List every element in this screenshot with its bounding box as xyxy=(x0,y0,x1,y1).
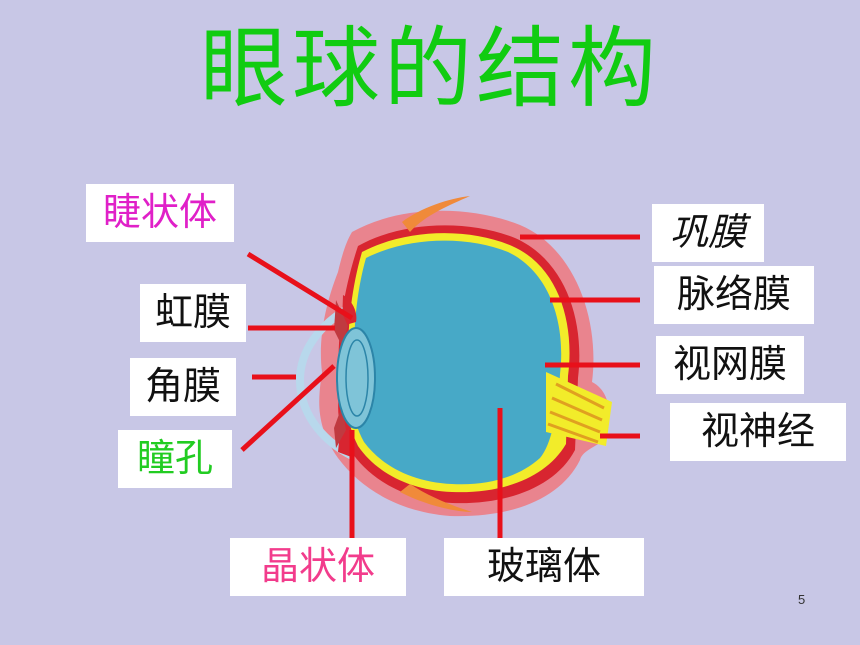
label-retina: 视网膜 xyxy=(656,336,804,394)
label-vitreous: 玻璃体 xyxy=(444,538,644,596)
leader-lines xyxy=(240,234,640,540)
vitreous-body-shape xyxy=(354,240,562,485)
label-optic-nerve: 视神经 xyxy=(670,403,846,461)
label-ciliary-body: 睫状体 xyxy=(86,184,234,242)
leader-pupil xyxy=(240,364,336,452)
label-lens: 晶状体 xyxy=(230,538,406,596)
page-title: 眼球的结构 xyxy=(199,17,660,120)
lens-shape xyxy=(336,327,376,429)
label-iris: 虹膜 xyxy=(140,284,246,342)
upper-eyelid-shape xyxy=(402,196,470,232)
page-number: 5 xyxy=(798,592,806,607)
label-cornea: 角膜 xyxy=(130,358,236,416)
leader-ciliary-body xyxy=(246,251,354,321)
ciliary-body-shape xyxy=(342,295,357,326)
label-pupil: 瞳孔 xyxy=(118,430,232,488)
label-choroid: 脉络膜 xyxy=(654,266,814,324)
lower-eyelid-shape xyxy=(400,484,472,512)
label-sclera: 巩膜 xyxy=(652,204,764,262)
